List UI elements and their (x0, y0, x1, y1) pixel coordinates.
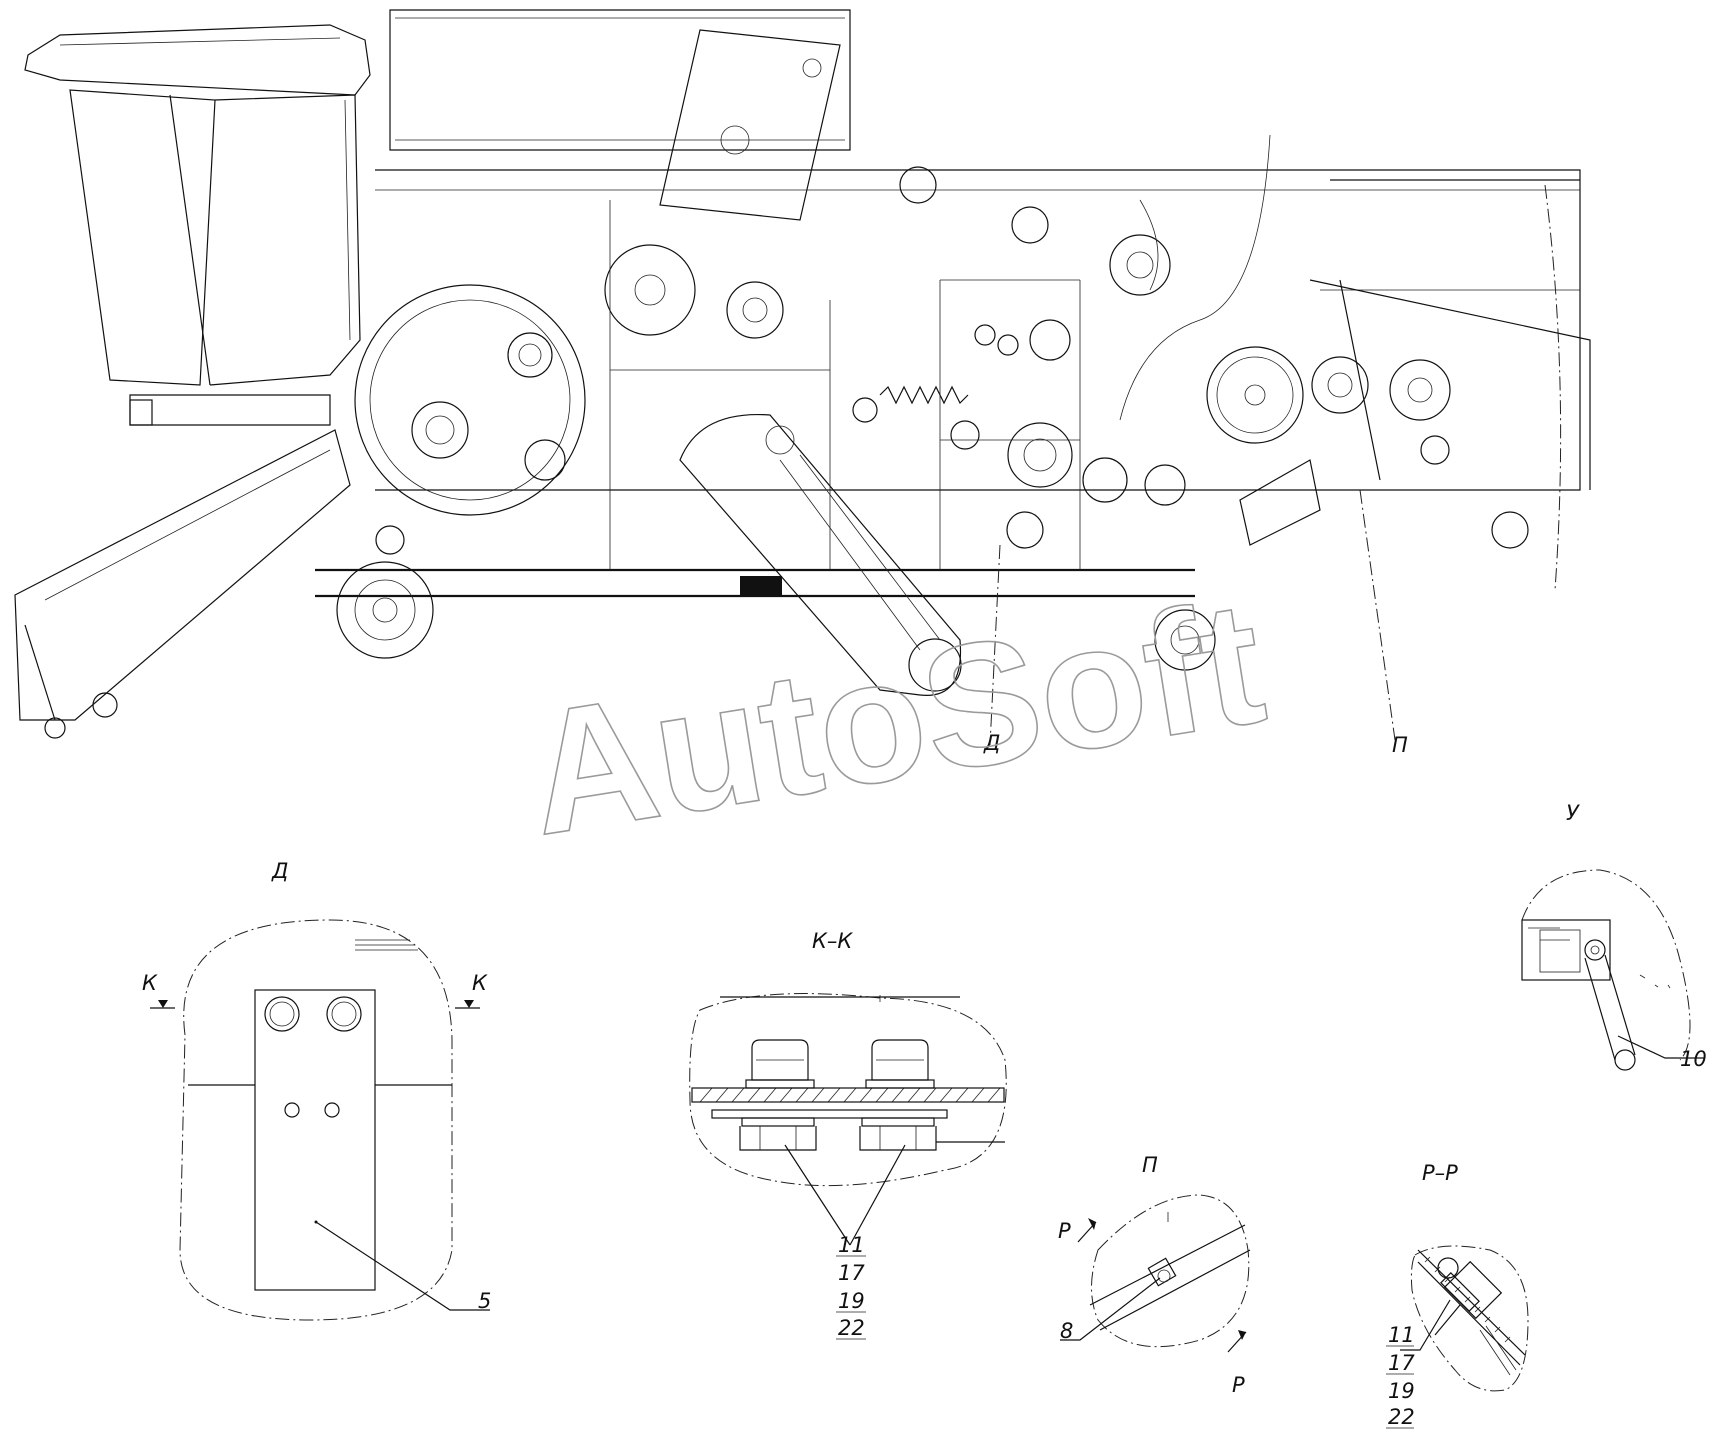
section-kk: К–К 11 (689, 929, 1007, 1340)
view-d-section-k-right: К (472, 971, 488, 995)
section-rr-callout-3: 19 (1388, 1379, 1415, 1403)
bolt-left (739, 1039, 817, 1151)
view-u: У 10 (1521, 801, 1707, 1071)
section-rr-callout-2: 17 (1388, 1351, 1415, 1375)
view-p-callout-8: 8 (1060, 1319, 1073, 1343)
section-rr-callout-1: 11 (1388, 1323, 1415, 1347)
watermark: AutoSoft (515, 564, 1275, 872)
leader-label-d: Д (983, 731, 1000, 755)
section-rr-callout-4: 22 (1388, 1405, 1415, 1429)
section-kk-callout-1: 11 (838, 1233, 865, 1257)
main-assembly-drawing (14, 9, 1591, 746)
section-rr: Р–Р 11 17 19 22 (1386, 1161, 1529, 1429)
section-kk-title: К–К (812, 929, 853, 953)
view-u-title: У (1566, 801, 1580, 825)
view-d-title: Д (271, 859, 288, 883)
view-p-section-bottom: Р (1232, 1373, 1245, 1397)
view-p-title: П (1142, 1153, 1158, 1177)
section-kk-callout-4: 22 (838, 1316, 865, 1340)
view-p: П Р Р 8 (1058, 1153, 1251, 1397)
section-kk-callout-2: 17 (838, 1261, 865, 1285)
view-d-callout-5: 5 (478, 1289, 491, 1313)
view-p-section-top: Р (1058, 1219, 1071, 1243)
section-rr-title: Р–Р (1422, 1161, 1458, 1185)
section-kk-callout-3: 19 (838, 1289, 865, 1313)
view-u-callout-10: 10 (1680, 1047, 1707, 1071)
leader-label-p: П (1392, 733, 1408, 757)
view-d-section-k-left: К (142, 971, 158, 995)
view-d: Д К К 5 (142, 859, 491, 1321)
bolt-right (859, 1039, 937, 1151)
